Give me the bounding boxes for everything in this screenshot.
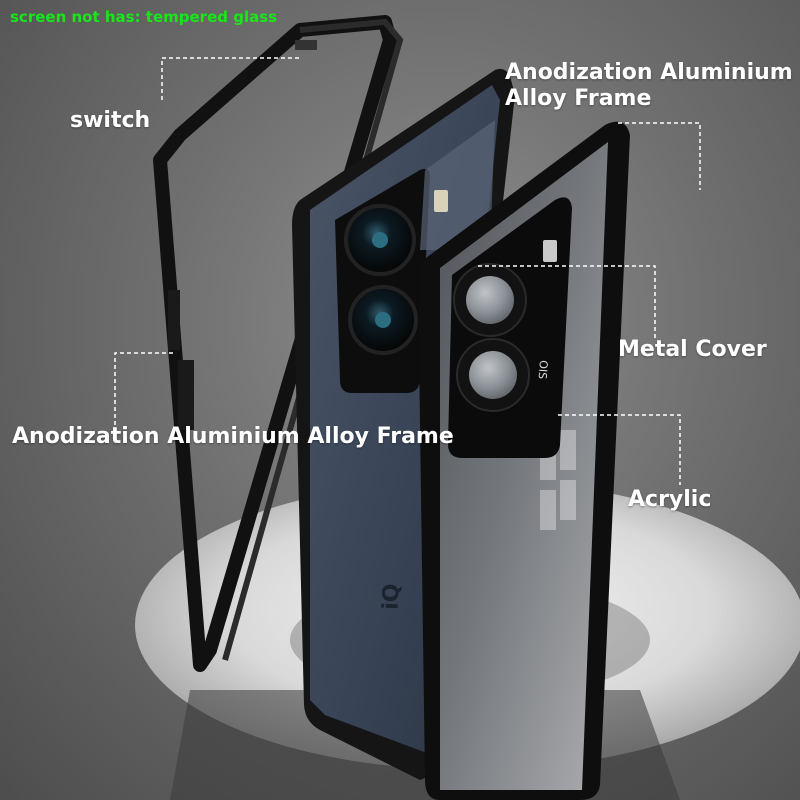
flash-icon [434,190,448,212]
leader-lines [114,57,701,485]
label-switch: switch [70,108,151,133]
label-frame-top-line1: Anodization Aluminium [505,60,793,85]
camera-text: OIS [536,360,550,380]
label-frame-top: Anodization Aluminium Alloy Frame [505,60,793,113]
label-frame-top-line2: Alloy Frame [505,86,652,112]
cover-lens-bottom [469,351,517,399]
cover-lens-top [466,276,514,324]
label-metal-cover: Metal Cover [618,337,767,362]
case-with-acrylic: OIS [418,121,630,800]
window-reflection [540,430,576,530]
banner-notice: screen not has: tempered glass [10,8,278,26]
brand-mark: iQ [379,583,405,610]
label-acrylic: Acrylic [628,487,712,512]
label-frame-left: Anodization Aluminium Alloy Frame [12,424,454,449]
